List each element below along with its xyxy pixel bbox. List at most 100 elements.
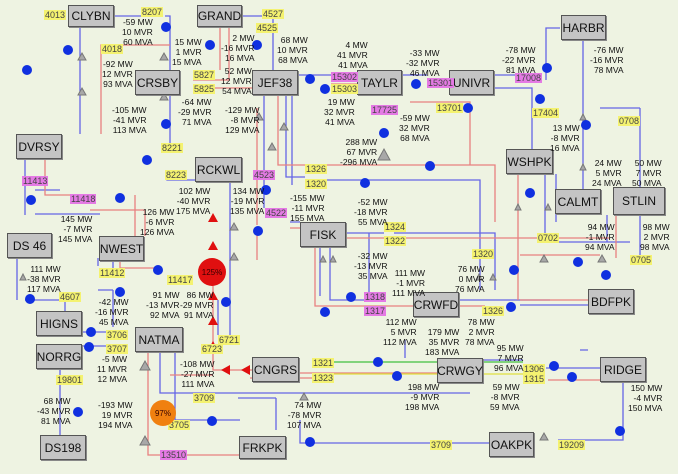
line-tag-4527[interactable]: 4527: [262, 9, 285, 19]
bus-cngrs[interactable]: CNGRS: [252, 357, 299, 382]
line-tag-4013[interactable]: 4013: [44, 10, 67, 20]
bus-crwfd[interactable]: CRWFD: [413, 292, 459, 317]
line-tag-11413[interactable]: 11413: [22, 176, 49, 186]
flow-readout: -33 MW -32 MVR 46 MVA: [406, 48, 440, 78]
line-tag-0705[interactable]: 0705: [630, 255, 653, 265]
line-tag-8207[interactable]: 8207: [141, 7, 164, 17]
flow-readout: -108 MW -27 MVR 111 MVA: [180, 359, 215, 389]
line-tag-19801[interactable]: 19801: [56, 375, 84, 385]
line-tag-4522[interactable]: 4522: [265, 208, 288, 218]
flow-readout: 112 MW 5 MVR 112 MVA: [383, 317, 417, 347]
line-tag-11417[interactable]: 11417: [167, 275, 194, 285]
line-loading-indicator[interactable]: 97%: [150, 400, 176, 426]
flow-readout: 145 MW -7 MVR 145 MVA: [58, 214, 93, 244]
line-tag-8223[interactable]: 8223: [165, 170, 188, 180]
line-tag-4607[interactable]: 4607: [59, 292, 82, 302]
flow-readout: 150 MW -4 MVR 150 MVA: [628, 383, 663, 413]
bus-taylr[interactable]: TAYLR: [357, 70, 402, 95]
line-tag-13510[interactable]: 13510: [160, 450, 188, 460]
line-tag-13701[interactable]: 13701: [436, 103, 464, 113]
flow-readout: 68 MW -43 MVR 81 MVA: [37, 396, 71, 426]
line-tag-3706[interactable]: 3706: [106, 330, 129, 340]
line-tag-17725[interactable]: 17725: [371, 105, 399, 115]
bus-natma[interactable]: NATMA: [135, 327, 183, 352]
bus-ds46[interactable]: DS 46: [7, 233, 52, 258]
flow-readout: 19 MW 32 MVR 41 MVA: [324, 97, 355, 127]
bus-ds198[interactable]: DS198: [40, 435, 86, 460]
line-tag-3709[interactable]: 3709: [193, 393, 216, 403]
bus-crwgy[interactable]: CRWGY: [437, 358, 483, 383]
line-tag-1323[interactable]: 1323: [312, 373, 335, 383]
line-tag-8221[interactable]: 8221: [161, 143, 184, 153]
line-tag-1320[interactable]: 1320: [472, 249, 495, 259]
bus-ridge[interactable]: RIDGE: [600, 357, 646, 382]
flow-readout: -155 MW -11 MVR 155 MVA: [290, 193, 325, 223]
bus-oakpk[interactable]: OAKPK: [489, 432, 534, 457]
bus-clybn[interactable]: CLYBN: [68, 5, 114, 27]
bus-univr[interactable]: UNIVR: [449, 70, 494, 95]
flow-readout: 4 MW 41 MVR 41 MVA: [337, 40, 368, 70]
line-tag-17404[interactable]: 17404: [532, 108, 560, 118]
line-tag-15301[interactable]: 15301: [427, 78, 455, 88]
line-tag-15302[interactable]: 15302: [331, 72, 359, 82]
flow-readout: -52 MW -18 MVR 55 MVA: [354, 197, 388, 227]
bus-bdfpk[interactable]: BDFPK: [588, 289, 634, 314]
bus-nwest[interactable]: NWEST: [99, 236, 144, 261]
flow-readout: 98 MW 2 MVR 98 MVA: [640, 222, 670, 252]
line-tag-1324[interactable]: 1324: [384, 222, 407, 232]
line-tag-1318[interactable]: 1318: [364, 292, 387, 302]
line-tag-6723[interactable]: 6723: [201, 344, 224, 354]
line-tag-4525[interactable]: 4525: [256, 23, 279, 33]
line-tag-1326[interactable]: 1326: [305, 164, 328, 174]
line-tag-1322[interactable]: 1322: [384, 236, 407, 246]
line-tag-1315[interactable]: 1315: [523, 374, 546, 384]
bus-fisk[interactable]: FISK: [300, 222, 346, 247]
flow-readout: -129 MW -8 MVR 129 MVA: [225, 105, 260, 135]
flow-readout: 68 MW 10 MVR 68 MVA: [277, 35, 308, 65]
flow-readout: 13 MW -8 MVR 16 MVA: [550, 123, 580, 153]
line-tag-0708[interactable]: 0708: [618, 116, 641, 126]
flow-readout: 179 MW 35 MVR 183 MVA: [425, 327, 460, 357]
line-tag-1317[interactable]: 1317: [364, 306, 387, 316]
line-tag-19209[interactable]: 19209: [558, 440, 586, 450]
bus-rckwl[interactable]: RCKWL: [195, 157, 242, 182]
line-tag-17008[interactable]: 17008: [515, 73, 543, 83]
line-tag-1320[interactable]: 1320: [305, 179, 328, 189]
bus-harbr[interactable]: HARBR: [561, 15, 606, 40]
line-tag-0702[interactable]: 0702: [537, 233, 560, 243]
bus-calmt[interactable]: CALMT: [555, 189, 601, 214]
bus-grand[interactable]: GRAND: [197, 5, 242, 27]
line-loading-indicator[interactable]: 125%: [198, 258, 226, 286]
bus-higns[interactable]: HIGNS: [36, 311, 82, 336]
flow-readout: 59 MW -8 MVR 59 MVA: [490, 382, 520, 412]
bus-frkpk[interactable]: FRKPK: [239, 436, 286, 459]
bus-norrg[interactable]: NORRG: [36, 344, 82, 369]
line-tag-15303[interactable]: 15303: [331, 84, 359, 94]
flow-readout: 288 MW 67 MVR -296 MVA: [340, 137, 378, 167]
bus-wshpk[interactable]: WSHPK: [506, 149, 553, 174]
flow-readout: -42 MW -16 MVR 45 MVA: [95, 297, 129, 327]
bus-dvrsy[interactable]: DVRSY: [16, 134, 62, 159]
line-tag-3705[interactable]: 3705: [168, 420, 191, 430]
flow-readout: 74 MW -78 MVR 107 MVA: [287, 400, 322, 430]
bus-stlin[interactable]: STLIN: [613, 187, 665, 215]
flow-readout: 2 MW -16 MVR 16 MVA: [221, 33, 255, 63]
flow-readout: 102 MW -40 MVR 175 MVA: [176, 186, 211, 216]
line-tag-11418[interactable]: 11418: [70, 194, 97, 204]
flow-readout: 95 MW 7 MVR 96 MVA: [494, 343, 524, 373]
line-tag-3707[interactable]: 3707: [106, 344, 129, 354]
line-tag-3709[interactable]: 3709: [430, 440, 453, 450]
flow-readout: 198 MW -9 MVR 198 MVA: [405, 382, 440, 412]
line-tag-6721[interactable]: 6721: [218, 335, 241, 345]
line-tag-4018[interactable]: 4018: [101, 44, 124, 54]
bus-jef38[interactable]: JEF38: [252, 70, 298, 95]
line-tag-1326[interactable]: 1326: [482, 306, 505, 316]
line-tag-5827[interactable]: 5827: [193, 70, 216, 80]
line-tag-1306[interactable]: 1306: [523, 364, 546, 374]
flow-readout: -92 MW 12 MVR 93 MVA: [102, 59, 133, 89]
bus-crsby[interactable]: CRSBY: [135, 70, 180, 95]
line-tag-5825[interactable]: 5825: [193, 84, 216, 94]
line-tag-1321[interactable]: 1321: [312, 358, 335, 368]
line-tag-11412[interactable]: 11412: [99, 268, 126, 278]
line-tag-4523[interactable]: 4523: [253, 170, 276, 180]
